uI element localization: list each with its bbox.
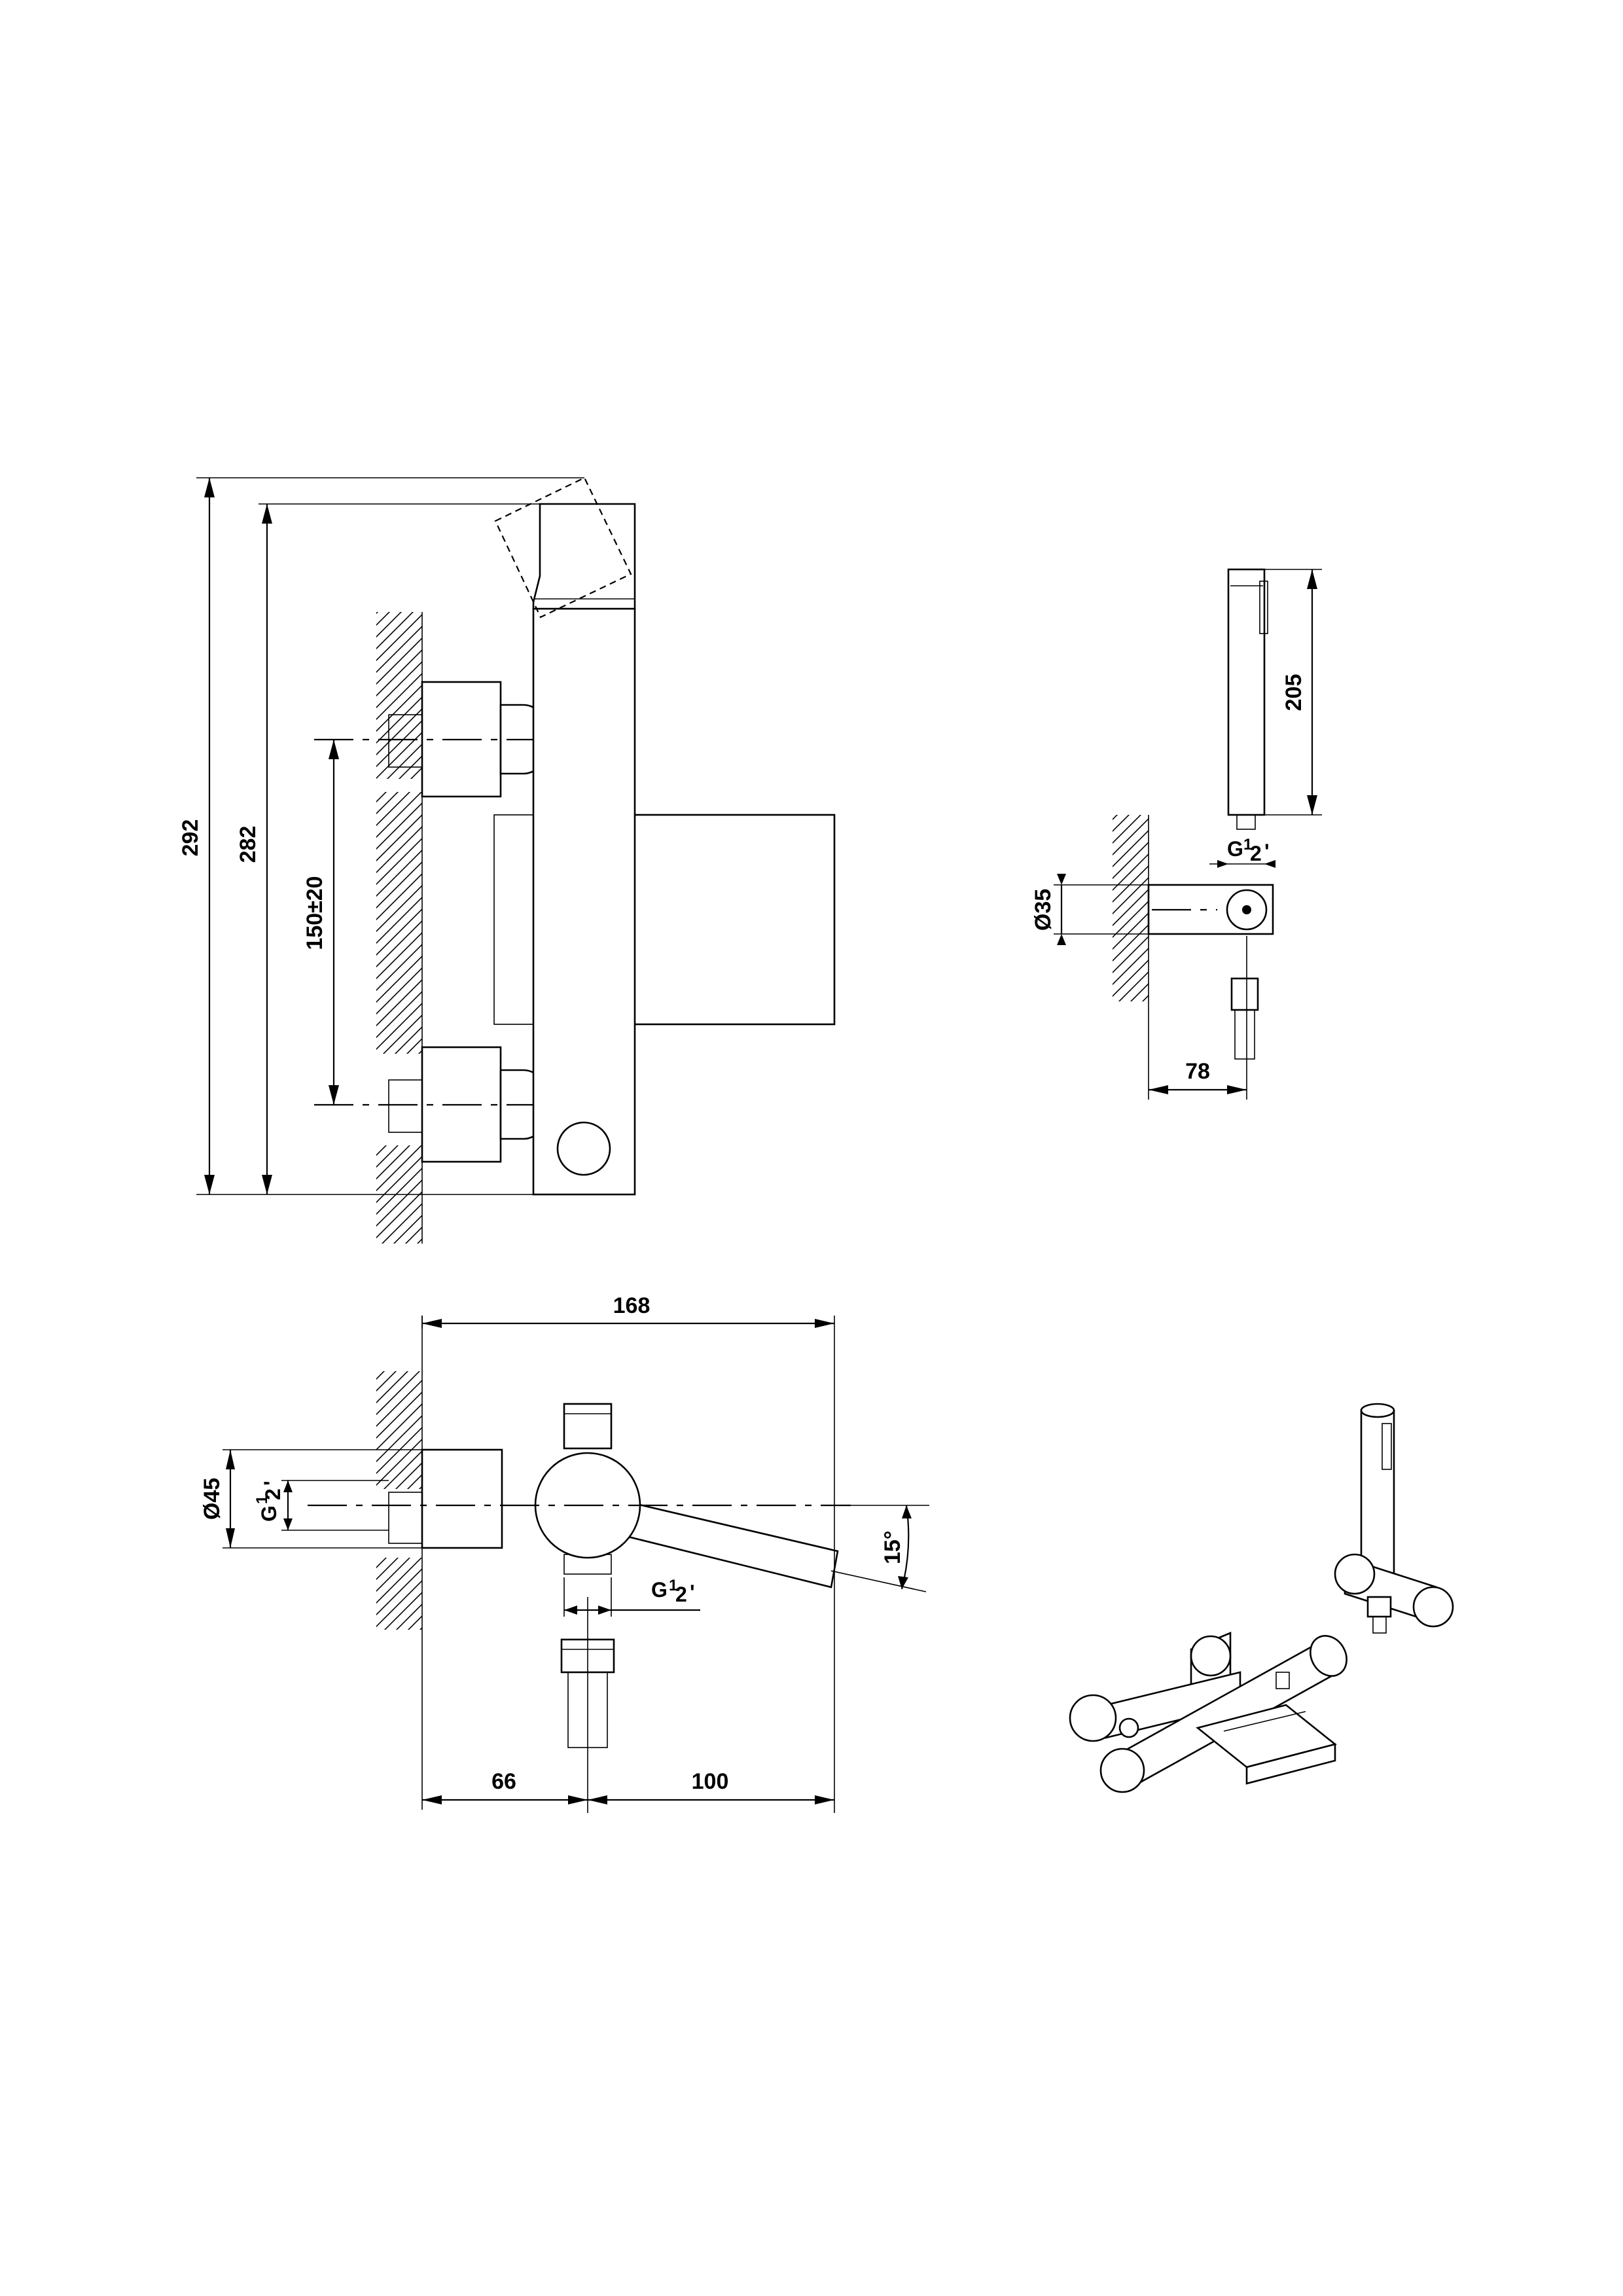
top-connector (563, 1403, 613, 1450)
dim-holder-projection: 78 (1185, 1059, 1210, 1084)
wall-hatch (376, 1558, 422, 1630)
label-inlet-thread: G (257, 1505, 281, 1522)
wall-hatch (376, 792, 422, 1054)
dim-axis-to-spout: 100 (692, 1769, 729, 1794)
thread-frac-num: 1 (1243, 836, 1252, 853)
thread-frac-den: 2 (1250, 842, 1262, 865)
mixer-body (532, 607, 636, 1196)
dim-handshower-length: 205 (1281, 674, 1306, 711)
iso-mixer (1069, 1632, 1347, 1793)
dim-inlet-spacing: 150±20 (302, 876, 327, 950)
handle-rotated-ghost (494, 476, 632, 619)
wall-hatch (376, 1371, 422, 1489)
dim-body-height: 282 (236, 826, 260, 863)
inlet-thread (388, 1079, 423, 1133)
handle (532, 503, 636, 610)
dim-total-height: 292 (178, 819, 203, 857)
thread-frac-den: 2 (675, 1583, 687, 1606)
front-view: 292 282 150±20 (178, 476, 836, 1244)
wall-hatch (1113, 815, 1149, 1001)
thread-inch: ' (690, 1581, 695, 1604)
label-outlet-thread: G (651, 1578, 668, 1602)
isometric-view (1069, 1403, 1454, 1793)
hose-nut (1230, 977, 1259, 1011)
inlet-thread (388, 1492, 423, 1544)
inlet-block (421, 1448, 503, 1549)
hose (1234, 1009, 1255, 1060)
thread-frac-den: 2 (261, 1488, 285, 1500)
side-view: 168 Ø45 G 1 2 ' 15° G 1 2 ' (200, 1293, 929, 1813)
dim-wall-to-axis: 66 (491, 1769, 516, 1794)
dim-total-depth: 168 (613, 1293, 651, 1318)
diverter-knob (556, 1121, 611, 1176)
thread-inch: ' (1264, 840, 1270, 863)
handshower (1227, 568, 1266, 816)
dim-inlet-diameter: Ø45 (200, 1478, 224, 1520)
thread-inch: ' (260, 1480, 283, 1486)
wall-hatch (376, 612, 422, 779)
thread-frac-num: 1 (669, 1577, 677, 1594)
iso-handshower (1334, 1403, 1454, 1634)
spout (619, 1501, 839, 1588)
handshower-view: 205 G 1 2 ' Ø35 78 (1031, 568, 1322, 1100)
spray-face (1259, 581, 1268, 634)
dim-holder-diameter: Ø35 (1031, 889, 1056, 931)
thread-frac-num: 1 (253, 1496, 271, 1504)
dim-spout-angle: 15° (880, 1531, 905, 1564)
label-handshower-thread: G (1227, 837, 1243, 861)
